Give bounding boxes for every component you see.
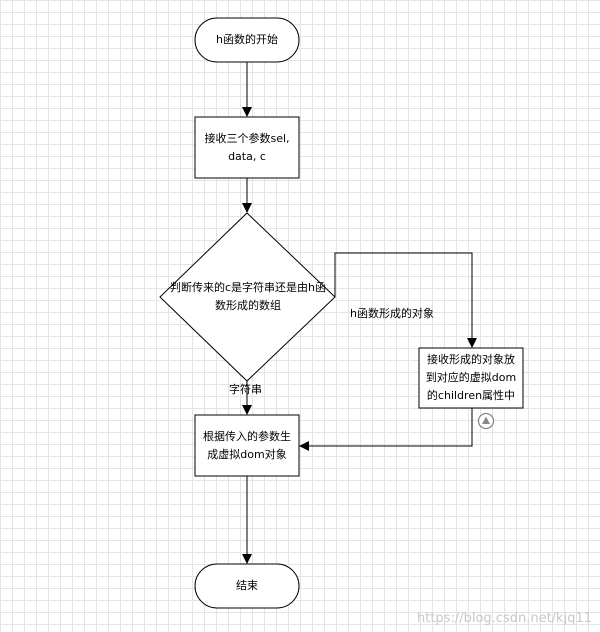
receive-params-box — [194, 116, 300, 179]
start-label: h函数的开始 — [216, 33, 278, 46]
append-children-box — [418, 347, 524, 409]
end-terminal — [194, 563, 300, 609]
edge-append-to-generate — [299, 408, 473, 451]
edge-label-h-object: h函数形成的对象 — [350, 307, 434, 320]
receive-params-label: 接收三个参数sel, data, c — [204, 131, 290, 163]
up-triangle-circle-icon[interactable] — [477, 412, 495, 430]
edge-label-string: 字符串 — [229, 383, 262, 396]
generate-vdom-label: 根据传入的参数生 成虚拟dom对象 — [203, 429, 291, 461]
end-label: 结束 — [236, 579, 258, 592]
edge-decision-to-append — [334, 252, 477, 348]
append-children-label: 接收形成的对象放 到对应的虚拟dom 的children属性中 — [425, 353, 517, 402]
watermark: https://blog.csdn.net/kjq11 — [417, 611, 592, 626]
decision-label: 判断传来的c是字符串还是由h函 数形成的数组 — [169, 281, 327, 312]
